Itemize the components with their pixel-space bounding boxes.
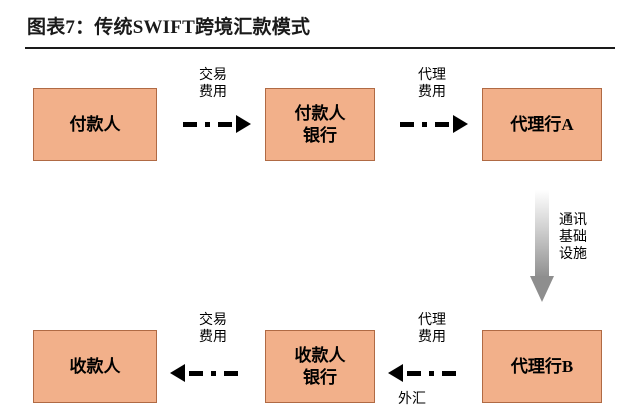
- edge-label-transaction-fee-top: 交易 费用: [178, 68, 248, 101]
- arrow-segment: [442, 371, 456, 376]
- edge-label-agent-fee-bottom-line2: 费用: [418, 329, 446, 345]
- edge-label-agent-fee-bottom-line1: 代理: [418, 313, 446, 328]
- node-payee-label: 收款人: [69, 356, 121, 376]
- edge-label-agent-fee-bottom: 代理 费用: [397, 313, 467, 346]
- node-payer: 付款人: [33, 88, 157, 161]
- edge-label-transaction-fee-bottom: 交易 费用: [178, 313, 248, 346]
- arrow-segment: [224, 371, 238, 376]
- node-payer-label: 付款人: [69, 114, 121, 134]
- edge-label-agent-fee-top-line1: 代理: [418, 68, 446, 83]
- node-agent-bank-a: 代理行A: [482, 88, 602, 161]
- edge-label-infra-line2: 基础: [559, 230, 587, 246]
- node-payee-bank-label-line1: 收款人: [294, 346, 346, 366]
- node-agent-bank-b-label: 代理行B: [510, 356, 574, 376]
- arrow-segment: [205, 122, 210, 127]
- edge-label-transaction-fee-top-line2: 费用: [199, 84, 227, 100]
- node-payee-bank-label-line2: 银行: [303, 367, 337, 387]
- edge-label-agent-fee-top: 代理 费用: [397, 68, 467, 101]
- arrow-shaft: [535, 190, 549, 278]
- arrow-agent-a-to-agent-b: [530, 190, 554, 302]
- node-payer-bank-label-line1: 付款人: [294, 104, 346, 124]
- edge-label-transaction-fee-top-line1: 交易: [199, 68, 227, 83]
- arrow-segment: [400, 122, 414, 127]
- node-payee-bank: 收款人 银行: [265, 330, 375, 403]
- edge-label-infra-line3: 设施: [559, 247, 587, 263]
- node-payer-bank-label-line2: 银行: [303, 125, 337, 145]
- arrow-segment: [422, 122, 427, 127]
- arrow-left-icon: [388, 364, 403, 382]
- edge-label-transaction-fee-bottom-line2: 费用: [199, 329, 227, 345]
- title-divider: [25, 47, 615, 49]
- arrow-segment: [183, 122, 197, 127]
- node-agent-bank-b: 代理行B: [482, 330, 602, 403]
- arrow-segment: [211, 371, 216, 376]
- edge-label-foreign-exchange: 外汇: [398, 392, 426, 407]
- arrow-left-icon: [170, 364, 185, 382]
- arrow-segment: [218, 122, 232, 127]
- arrow-segment: [429, 371, 434, 376]
- page-title: 图表7：传统SWIFT跨境汇款模式: [27, 17, 311, 38]
- node-agent-bank-a-label: 代理行A: [510, 114, 574, 134]
- arrow-segment: [407, 371, 421, 376]
- edge-label-agent-fee-top-line2: 费用: [418, 84, 446, 100]
- arrow-segment: [189, 371, 203, 376]
- node-payee: 收款人: [33, 330, 157, 403]
- arrow-right-icon: [453, 115, 468, 133]
- arrow-right-icon: [236, 115, 251, 133]
- edge-label-transaction-fee-bottom-line1: 交易: [199, 313, 227, 328]
- node-payer-bank: 付款人 银行: [265, 88, 375, 161]
- arrow-down-icon: [530, 276, 554, 302]
- edge-label-infra-line1: 通讯: [559, 213, 587, 228]
- title-bar: 图表7：传统SWIFT跨境汇款模式: [0, 0, 640, 54]
- arrow-segment: [435, 122, 449, 127]
- edge-label-communication-infrastructure: 通讯 基础 设施: [556, 212, 590, 263]
